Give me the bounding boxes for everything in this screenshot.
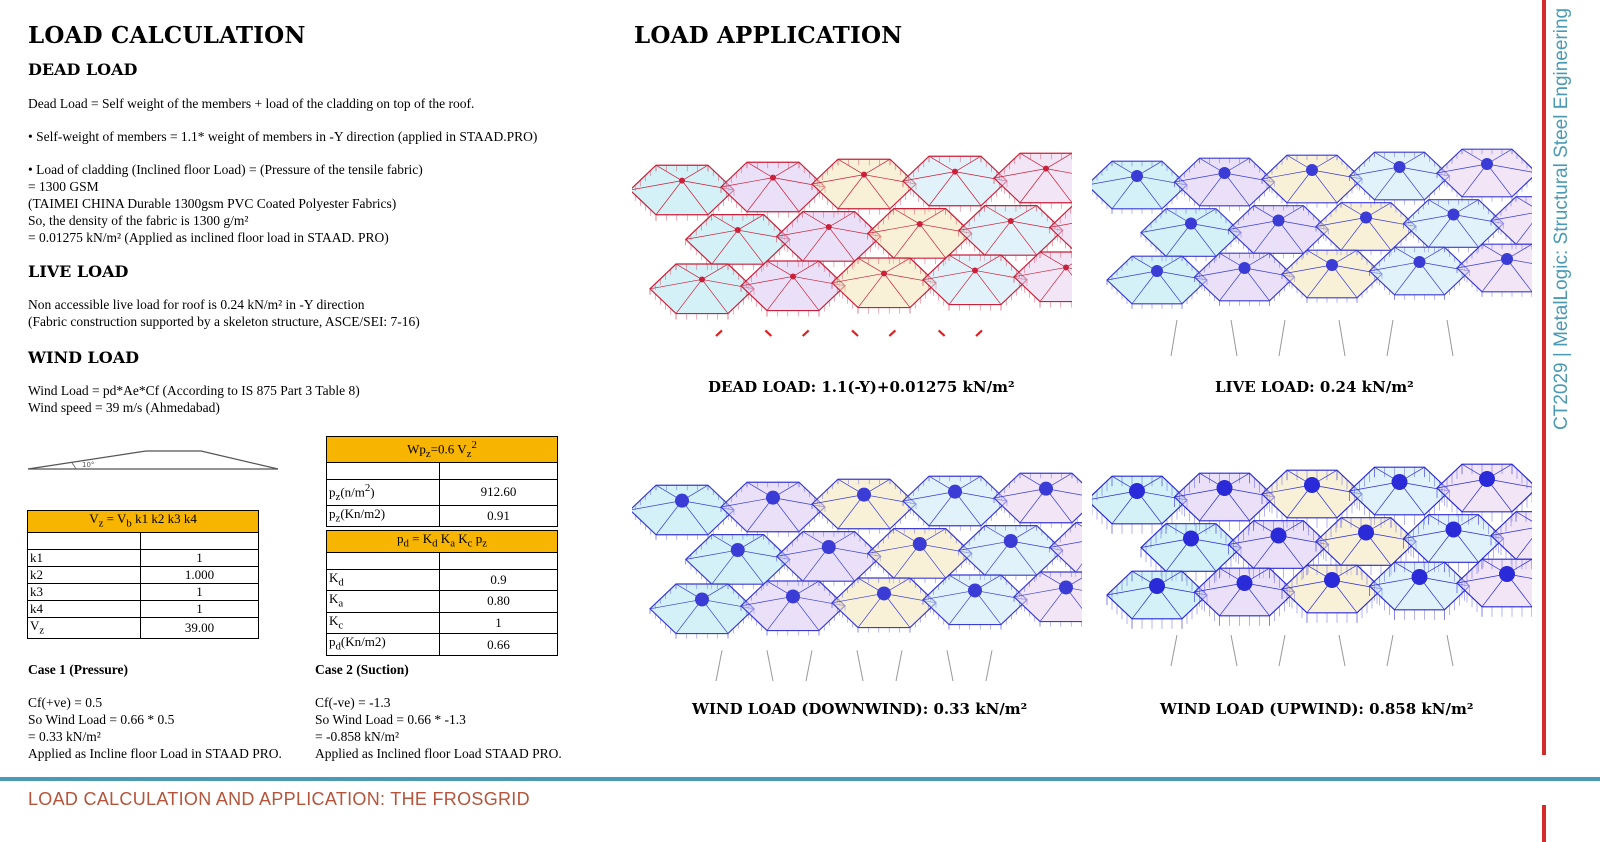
text-line: So Wind Load = 0.66 * -1.3 xyxy=(315,712,466,727)
wp-table: Wpz=0.6 Vz2 pz(n/m2)912.60 pz(Kn/m2)0.91 xyxy=(326,436,558,528)
pd-table-header: pd = Kd Ka Kc pz xyxy=(326,530,558,553)
footer-title: LOAD CALCULATION AND APPLICATION: THE FR… xyxy=(28,789,530,809)
text-line: (Fabric construction supported by a skel… xyxy=(28,314,420,329)
vz-table-header: Vz = Vb k1 k2 k3 k4 xyxy=(27,510,259,533)
section-title-load-calculation: LOAD CALCULATION xyxy=(28,22,306,49)
text-line: Non accessible live load for roof is 0.2… xyxy=(28,297,365,312)
dead-load-text: Dead Load = Self weight of the members +… xyxy=(28,95,537,246)
accent-vertical-rule xyxy=(1542,0,1546,755)
case2-text: Cf(-ve) = -1.3 So Wind Load = 0.66 * -1.… xyxy=(315,694,562,762)
live-load-text: Non accessible live load for roof is 0.2… xyxy=(28,296,420,330)
case1-title: Case 1 (Pressure) xyxy=(28,662,128,677)
caption-live-load: LIVE LOAD: 0.24 kN/m² xyxy=(1215,378,1414,396)
text-line: So, the density of the fabric is 1300 g/… xyxy=(28,213,249,228)
caption-dead-load: DEAD LOAD: 1.1(-Y)+0.01275 kN/m² xyxy=(708,378,1015,396)
table-row: pd(Kn/m2)0.66 xyxy=(326,633,558,656)
wind-upwind-model-image xyxy=(1092,463,1532,667)
live-load-model-image xyxy=(1092,148,1532,357)
roof-profile-diagram: 10° xyxy=(27,450,279,470)
table-row: pz(n/m2)912.60 xyxy=(326,478,558,506)
table-row: pz(Kn/m2)0.91 xyxy=(326,504,558,528)
text-line: Cf(-ve) = -1.3 xyxy=(315,695,391,710)
heading-dead-load: DEAD LOAD xyxy=(28,60,138,79)
text-line: • Self-weight of members = 1.1* weight o… xyxy=(28,129,538,144)
text-line: • Load of cladding (Inclined floor Load)… xyxy=(28,162,423,177)
text-line: Cf(+ve) = 0.5 xyxy=(28,695,103,710)
wind-downwind-model-image xyxy=(632,472,1082,682)
dead-load-model-image xyxy=(632,152,1072,337)
text-line: Applied as Incline floor Load in STAAD P… xyxy=(28,746,282,761)
text-line: (TAIMEI CHINA Durable 1300gsm PVC Coated… xyxy=(28,196,397,211)
text-line: Dead Load = Self weight of the members +… xyxy=(28,96,475,111)
case1-text: Cf(+ve) = 0.5 So Wind Load = 0.66 * 0.5 … xyxy=(28,694,282,762)
accent-vertical-rule-bottom xyxy=(1542,805,1546,842)
text-line: = -0.858 kN/m² xyxy=(315,729,400,744)
wind-load-text: Wind Load = pd*Ae*Cf (According to IS 87… xyxy=(28,382,360,416)
text-line: = 0.01275 kN/m² (Applied as inclined flo… xyxy=(28,230,389,245)
side-course-label: CT2029 | MetalLogic: Structural Steel En… xyxy=(1551,7,1572,430)
case2-title: Case 2 (Suction) xyxy=(315,662,409,677)
wp-table-header: Wpz=0.6 Vz2 xyxy=(326,436,558,463)
heading-wind-load: WIND LOAD xyxy=(28,348,139,367)
text-line: Applied as Inclined floor Load STAAD PRO… xyxy=(315,746,562,761)
text-line: = 1300 GSM xyxy=(28,179,99,194)
heading-live-load: LIVE LOAD xyxy=(28,262,129,281)
text-line: Wind speed = 39 m/s (Ahmedabad) xyxy=(28,400,220,415)
roof-angle-label: 10° xyxy=(82,461,94,469)
caption-wind-upwind: WIND LOAD (UPWIND): 0.858 kN/m² xyxy=(1160,700,1474,718)
text-line: = 0.33 kN/m² xyxy=(28,729,101,744)
text-line: Wind Load = pd*Ae*Cf (According to IS 87… xyxy=(28,383,360,398)
caption-wind-downwind: WIND LOAD (DOWNWIND): 0.33 kN/m² xyxy=(692,700,1028,718)
text-line: So Wind Load = 0.66 * 0.5 xyxy=(28,712,175,727)
footer-divider xyxy=(0,777,1600,781)
section-title-load-application: LOAD APPLICATION xyxy=(634,22,903,49)
